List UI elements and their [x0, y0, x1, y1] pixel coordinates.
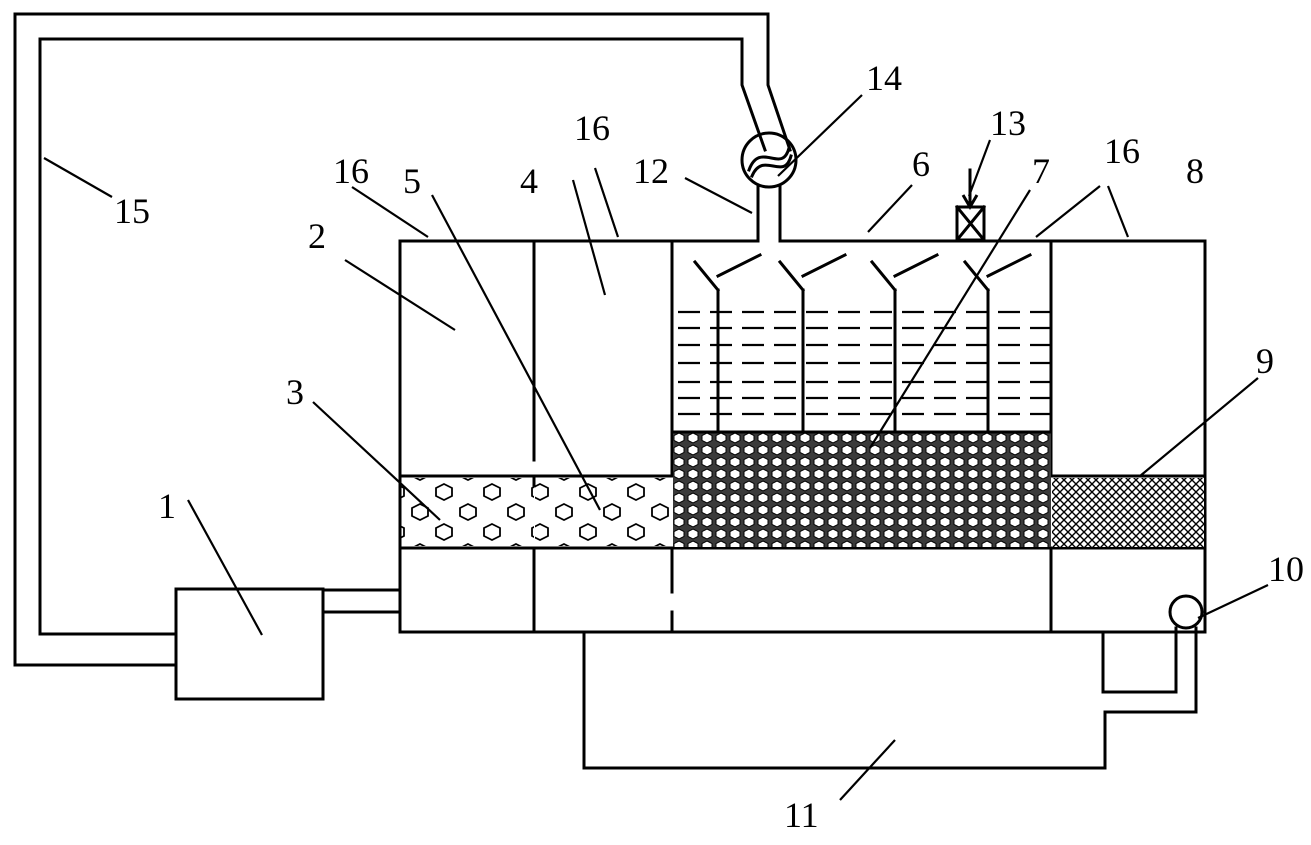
label-13: 13: [990, 103, 1026, 143]
label-15: 15: [114, 191, 150, 231]
label-3: 3: [286, 372, 304, 412]
leader-lines: [43, 94, 1269, 801]
label-4: 4: [520, 161, 538, 201]
label-11: 11: [784, 795, 819, 835]
media-layer-3: [401, 478, 534, 546]
label-1: 1: [158, 486, 176, 526]
label-16-left: 16: [333, 151, 369, 191]
media-layer-9: [1052, 478, 1204, 547]
label-16-right: 16: [1104, 131, 1140, 171]
return-pipe: [13, 12, 792, 667]
label-5: 5: [403, 161, 421, 201]
blower-outlet-pipe: [756, 185, 782, 243]
label-7: 7: [1032, 151, 1050, 191]
main-reactor: [398, 239, 1207, 634]
label-10: 10: [1268, 549, 1304, 589]
blower: [740, 131, 798, 189]
label-6: 6: [912, 144, 930, 184]
label-8: 8: [1186, 151, 1204, 191]
media-layer-7: [673, 432, 1051, 547]
tank-1: [174, 587, 325, 701]
label-12: 12: [633, 151, 669, 191]
label-16-middle: 16: [574, 108, 610, 148]
label-9: 9: [1256, 341, 1274, 381]
media-layer-5: [535, 478, 671, 546]
label-14: 14: [866, 58, 902, 98]
dosing-valve: [954, 168, 987, 243]
label-2: 2: [308, 216, 326, 256]
diffuser-plates: [692, 252, 1033, 434]
inlet-pipe: [321, 588, 402, 614]
outlet-pipes: [582, 594, 1204, 770]
water-surface: [678, 310, 1050, 416]
